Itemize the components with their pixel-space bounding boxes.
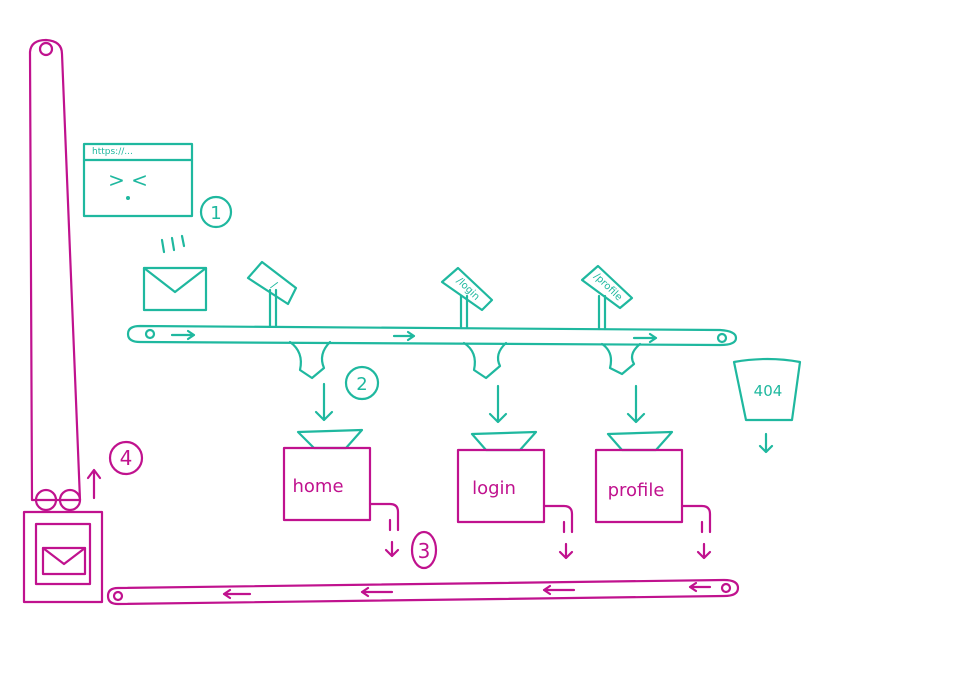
browser-url: https://... xyxy=(92,147,133,157)
browser-face: > < xyxy=(108,168,148,192)
fallback-404-label: 404 xyxy=(754,382,783,400)
handler-profile: profile xyxy=(594,430,712,560)
signpost-login: /login xyxy=(440,266,494,329)
handler-label-login: login xyxy=(472,478,516,499)
step-marker-3: 3 xyxy=(410,530,438,570)
request-conveyor-belt xyxy=(126,324,738,347)
svg-text:4: 4 xyxy=(120,446,133,470)
handler-label-profile: profile xyxy=(608,480,665,501)
step-marker-1: 1 xyxy=(199,195,233,229)
vertical-return-belt xyxy=(28,38,82,512)
motion-lines xyxy=(160,234,186,254)
response-conveyor-belt xyxy=(106,578,740,606)
mailbox-icon xyxy=(22,510,104,604)
svg-text:3: 3 xyxy=(418,539,431,563)
signpost-label-root: / xyxy=(269,279,280,292)
branch-chutes xyxy=(288,340,646,424)
browser-window-icon: https://... > < xyxy=(82,142,194,218)
step-marker-4: 4 xyxy=(86,440,144,500)
handler-label-home: home xyxy=(292,476,343,497)
svg-text:1: 1 xyxy=(210,203,221,224)
handler-home: home xyxy=(282,428,400,558)
step-marker-2: 2 xyxy=(344,365,380,401)
envelope-icon xyxy=(142,266,208,312)
svg-text:2: 2 xyxy=(356,374,367,395)
signpost-root: / xyxy=(246,260,298,328)
fallback-404-bin: 404 xyxy=(732,357,802,454)
handler-login: login xyxy=(456,430,574,560)
signpost-profile: /profile xyxy=(580,264,634,331)
